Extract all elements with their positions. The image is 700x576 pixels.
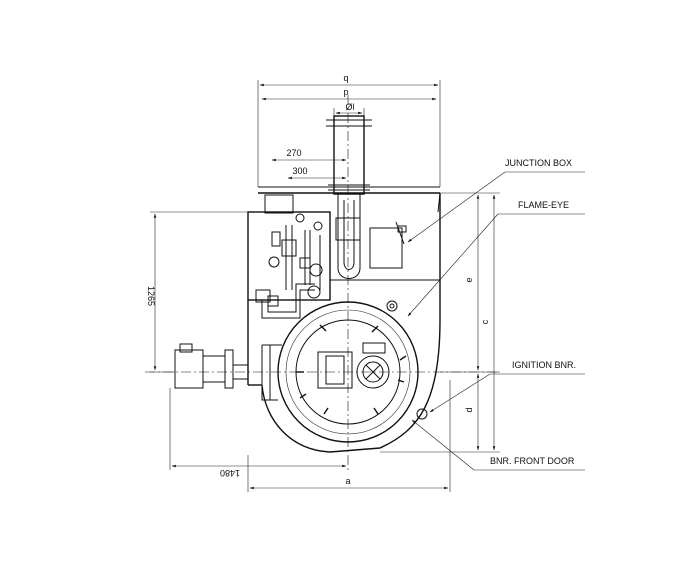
door-components (296, 300, 428, 420)
control-panel (247, 194, 440, 319)
dimension-lines (153, 83, 496, 490)
dim-a: a (345, 476, 350, 486)
callout-bnr-front-door: BNR. FRONT DOOR (490, 456, 575, 466)
air-duct (326, 115, 372, 279)
junction-box-device (369, 221, 407, 269)
extension-lines (150, 80, 500, 492)
dim-c: c (480, 319, 490, 324)
dim-300: 300 (292, 166, 307, 176)
burner-gun (174, 343, 282, 401)
dim-1480: 1480 (220, 468, 240, 478)
dim-d: d (464, 407, 474, 412)
callout-flame-eye: FLAME-EYE (518, 200, 569, 210)
dim-270: 270 (286, 148, 301, 158)
dim-q: q (343, 73, 348, 83)
callout-junction-box: JUNCTION BOX (505, 158, 572, 168)
callout-labels: JUNCTION BOX FLAME-EYE IGNITION BNR. BNR… (490, 158, 576, 466)
dim-phi-l: Øl (346, 102, 355, 112)
callout-ignition-bnr: IGNITION BNR. (512, 360, 576, 370)
dim-p: p (343, 87, 348, 97)
dim-1265: 1265 (146, 286, 156, 306)
dimension-labels: q p Øl 270 300 1265 1480 a e c d (146, 73, 490, 486)
callout-leaders (407, 171, 585, 471)
dim-e: e (464, 277, 474, 282)
centerlines (145, 95, 500, 470)
